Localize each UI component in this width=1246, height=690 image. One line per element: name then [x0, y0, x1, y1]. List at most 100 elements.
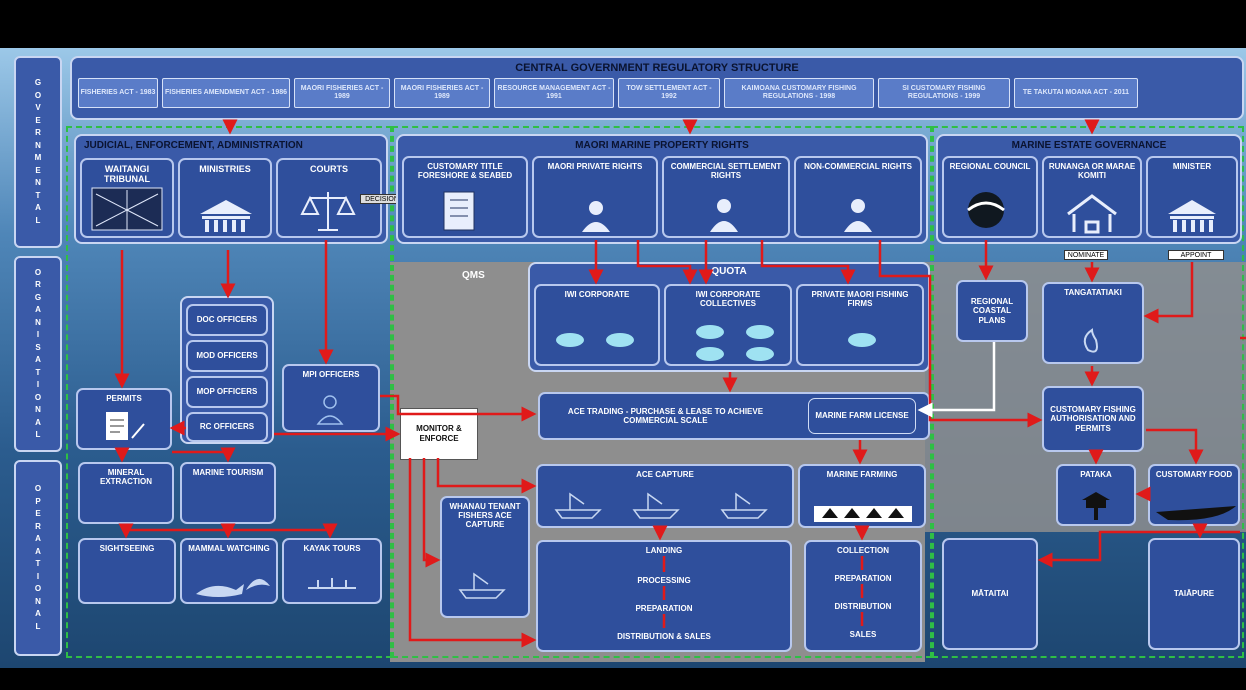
act-box: RESOURCE MANAGEMENT ACT - 1991 [494, 78, 614, 108]
sidebar-letter: L [35, 621, 41, 631]
sidebar-letter: A [35, 534, 41, 543]
maori-private-rights-label: MAORI PRIVATE RIGHTS [547, 162, 643, 171]
central-title: CENTRAL GOVERNMENT REGULATORY STRUCTURE [515, 62, 799, 74]
sidebar-letter: I [36, 330, 40, 339]
sidebar-letter: S [35, 342, 41, 352]
customary-title-label: CUSTOMARY TITLE FORESHORE & SEABED [417, 162, 513, 181]
sidebar-letter: A [35, 609, 41, 618]
regional-coastal-plans-label: REGIONAL COASTAL PLANS [970, 297, 1014, 325]
ace-capture-box: ACE CAPTURE [536, 464, 794, 528]
customary-authorisation-label: CUSTOMARY FISHING AUTHORISATION AND PERM… [1050, 405, 1136, 433]
minister-label: MINISTER [1172, 162, 1212, 171]
tangatatiaki-box: TANGATATIAKI [1042, 282, 1144, 364]
non-commercial-label: NON-COMMERCIAL RIGHTS [804, 162, 912, 171]
monitor-enforce-box: MONITOR & ENFORCE [400, 408, 478, 460]
mineral-extraction-box: MINERAL EXTRACTION [78, 462, 174, 524]
ministries-box: MINISTRIES [178, 158, 272, 238]
collection-label: COLLECTION [837, 546, 889, 555]
customary-food-box: CUSTOMARY FOOD [1148, 464, 1240, 526]
sidebar-letter: T [35, 367, 41, 377]
regional-council-label: REGIONAL COUNCIL [949, 162, 1031, 171]
landing-label: LANDING [645, 546, 683, 555]
sidebar-letter: O [34, 267, 42, 277]
landing-preparation-label: PREPARATION [635, 604, 693, 613]
sidebar-letter: T [35, 190, 41, 200]
ace-trading-label: ACE TRADING - PURCHASE & LEASE TO ACHIEV… [567, 406, 764, 425]
mop-officers-box: MOP OFFICERS [186, 376, 268, 408]
sightseeing-label: SIGHTSEEING [99, 544, 155, 553]
tangatatiaki-label: TANGATATIAKI [1064, 288, 1122, 297]
courts-label: COURTS [310, 164, 348, 174]
sidebar-letter: O [34, 392, 42, 402]
waitangi-tribunal-box: WAITANGI TRIBUNAL [80, 158, 174, 238]
marine-estate-title: MARINE ESTATE GOVERNANCE [1011, 140, 1167, 151]
act-box: TE TAKUTAI MOANA ACT - 2011 [1014, 78, 1138, 108]
sidebar-letter: R [35, 521, 41, 531]
nominate-tag: NOMINATE [1064, 250, 1108, 260]
farm-distribution-label: DISTRIBUTION [834, 602, 892, 611]
ace-capture-label: ACE CAPTURE [636, 470, 694, 479]
minister-box: MINISTER [1146, 156, 1238, 238]
sidebar-letter: A [35, 305, 41, 314]
iwi-collectives-box: IWI CORPORATE COLLECTIVES [664, 284, 792, 366]
kayak-tours-box: KAYAK TOURS [282, 538, 382, 604]
act-box: MAORI FISHERIES ACT - 1989 [394, 78, 490, 108]
farm-preparation-label: PREPARATION [834, 574, 892, 583]
rc-officers-label: RC OFFICERS [199, 422, 255, 432]
permits-box: PERMITS [76, 388, 172, 450]
commercial-settlement-label: COMMERCIAL SETTLEMENT RIGHTS [670, 162, 782, 181]
mod-officers-label: MOD OFFICERS [196, 351, 258, 361]
mop-officers-label: MOP OFFICERS [196, 387, 258, 397]
rc-officers-box: RC OFFICERS [186, 412, 268, 442]
regional-council-box: REGIONAL COUNCIL [942, 156, 1038, 238]
commercial-settlement-box: COMMERCIAL SETTLEMENT RIGHTS [662, 156, 790, 238]
iwi-collectives-label: IWI CORPORATE COLLECTIVES [695, 290, 761, 309]
sidebar-letter: O [34, 484, 42, 493]
mod-officers-box: MOD OFFICERS [186, 340, 268, 372]
processing-label: PROCESSING [637, 576, 691, 585]
whanau-box: WHANAU TENANT FISHERS ACE CAPTURE [440, 496, 530, 618]
sidebar-letter: I [36, 571, 40, 581]
non-commercial-box: NON-COMMERCIAL RIGHTS [794, 156, 922, 238]
monitor-enforce-label: MONITOR & ENFORCE [416, 423, 462, 443]
regional-coastal-plans-box: REGIONAL COASTAL PLANS [956, 280, 1028, 342]
distribution-sales-label: DISTRIBUTION & SALES [617, 632, 711, 641]
sidebar-letter: E [35, 165, 41, 175]
taiapure-box: TAIĀPURE [1148, 538, 1240, 650]
marine-farm-license-label: MARINE FARM LICENSE [815, 411, 909, 421]
act-box: SI CUSTOMARY FISHING REGULATIONS - 1999 [878, 78, 1010, 108]
farm-sales-label: SALES [849, 630, 877, 639]
mammal-watching-box: MAMMAL WATCHING [180, 538, 278, 604]
customary-food-label: CUSTOMARY FOOD [1155, 470, 1233, 479]
sidebar-letter: A [35, 355, 41, 364]
sidebar-letter: M [34, 153, 42, 162]
sidebar-letter: V [35, 103, 41, 112]
act-box: FISHERIES AMENDMENT ACT - 1986 [162, 78, 290, 108]
mpi-officers-box: MPI OFFICERS [282, 364, 380, 432]
kayak-tours-label: KAYAK TOURS [303, 544, 361, 553]
qms-label: QMS [462, 270, 485, 281]
marine-farming-box: MARINE FARMING [798, 464, 926, 528]
judicial-title: JUDICIAL, ENFORCEMENT, ADMINISTRATION [84, 140, 303, 151]
taiapure-label: TAIĀPURE [1173, 589, 1215, 599]
maori-private-rights-box: MAORI PRIVATE RIGHTS [532, 156, 658, 238]
doc-officers-box: DOC OFFICERS [186, 304, 268, 336]
sidebar-letter: O [34, 90, 42, 100]
pataka-label: PATAKA [1080, 470, 1112, 479]
iwi-corporate-box: IWI CORPORATE [534, 284, 660, 366]
sidebar-letter: P [35, 496, 41, 506]
marine-farming-label: MARINE FARMING [826, 470, 898, 479]
sidebar-letter: N [35, 405, 41, 414]
private-maori-firms-label: PRIVATE MAORI FISHING FIRMS [811, 290, 909, 309]
permits-label: PERMITS [106, 394, 142, 403]
sidebar-letter: G [34, 78, 42, 87]
mataitai-box: MĀTAITAI [942, 538, 1038, 650]
sidebar-letter: O [34, 584, 42, 593]
sidebar-letter: E [35, 509, 41, 518]
marine-tourism-box: MARINE TOURISM [180, 462, 276, 524]
iwi-corporate-label: IWI CORPORATE [564, 290, 630, 299]
sidebar-letter: G [34, 292, 42, 302]
